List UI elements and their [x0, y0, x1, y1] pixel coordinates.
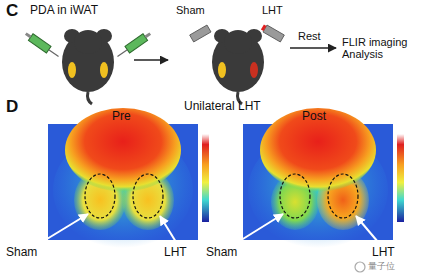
- region-label: LHT: [372, 246, 395, 259]
- watermark: 量子位: [368, 262, 395, 272]
- region-label: LHT: [164, 246, 187, 259]
- group-label: LHT: [262, 4, 283, 16]
- timepoint-label: Post: [302, 110, 326, 123]
- region-label: Sham: [206, 246, 237, 259]
- step-label: Rest: [298, 30, 321, 42]
- timepoint-label: Pre: [112, 110, 131, 123]
- panel-letter: D: [6, 98, 18, 117]
- panel-letter: C: [6, 2, 18, 21]
- group-label: Sham: [176, 4, 205, 16]
- region-label: Sham: [6, 246, 37, 259]
- injection-label: PDA in iWAT: [30, 4, 98, 17]
- condition-label: Unilateral LHT: [184, 100, 261, 113]
- step-label: FLIR imaging Analysis: [342, 36, 412, 60]
